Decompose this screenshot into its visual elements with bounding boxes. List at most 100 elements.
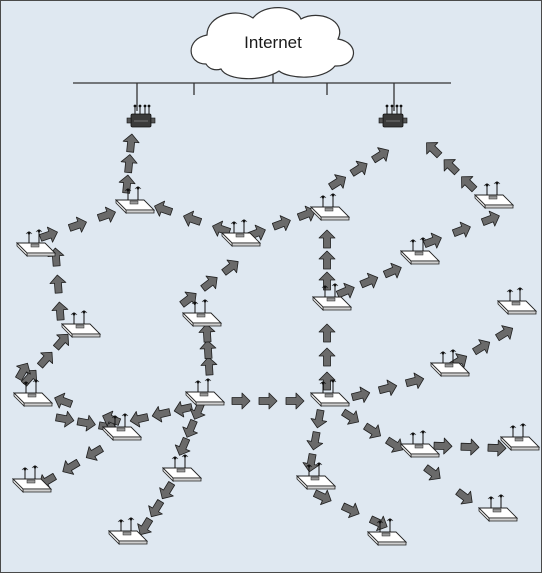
- wireless-mesh-node-icon: [311, 283, 353, 311]
- arrow-icon: [480, 210, 500, 227]
- arrow-icon: [340, 502, 360, 519]
- wireless-mesh-node-icon: [295, 462, 337, 490]
- mesh-nodes: [11, 181, 541, 546]
- arrow-icon: [51, 301, 69, 321]
- arrow-icon: [318, 347, 336, 367]
- arrow-icon: [137, 517, 154, 536]
- arrow-icon: [455, 488, 473, 505]
- arrow-icon: [285, 392, 305, 410]
- arrow-icon: [318, 371, 336, 391]
- arrow-icon: [405, 372, 425, 389]
- arrow-icon: [378, 379, 398, 396]
- arrow-icon: [451, 221, 471, 238]
- arrow-icon: [426, 142, 443, 159]
- arrow-icon: [363, 422, 381, 439]
- arrow-icon: [318, 271, 336, 291]
- arrow-icon: [159, 481, 176, 500]
- arrow-icon: [182, 418, 198, 438]
- hop-arrows: [15, 133, 514, 536]
- arrow-icon: [102, 410, 122, 427]
- arrow-icon: [306, 431, 324, 451]
- wireless-mesh-node-icon: [477, 494, 519, 522]
- arrow-icon: [198, 323, 216, 343]
- arrow-icon: [487, 439, 507, 457]
- arrow-icon: [38, 226, 58, 243]
- arrow-icon: [118, 174, 136, 194]
- arrow-icon: [341, 408, 359, 425]
- arrow-icon: [174, 436, 191, 456]
- arrow-icon: [179, 291, 197, 308]
- arrow-icon: [422, 232, 442, 249]
- arrow-icon: [200, 356, 218, 376]
- arrow-icon: [96, 206, 116, 223]
- wireless-mesh-node-icon: [309, 193, 351, 221]
- arrow-icon: [433, 437, 453, 455]
- arrow-icon: [351, 386, 371, 403]
- arrow-icon: [349, 160, 368, 177]
- arrow-icon: [85, 444, 104, 461]
- arrow-icon: [495, 325, 514, 342]
- arrow-icon: [67, 216, 87, 233]
- wireless-mesh-node-icon: [114, 186, 156, 214]
- arrow-icon: [199, 340, 217, 360]
- wireless-mesh-node-icon: [161, 454, 203, 482]
- arrow-icon: [423, 464, 441, 481]
- arrow-icon: [359, 272, 379, 289]
- arrow-icon: [122, 133, 140, 153]
- arrow-icon: [55, 410, 75, 428]
- arrow-icon: [318, 250, 336, 270]
- arrow-icon: [148, 499, 165, 518]
- wireless-mesh-node-icon: [309, 379, 351, 407]
- arrow-icon: [258, 392, 278, 410]
- arrow-icon: [151, 406, 171, 423]
- wireless-mesh-node-icon: [499, 423, 541, 451]
- wireless-mesh-node-icon: [220, 219, 262, 247]
- gateway-router-icon: [378, 104, 408, 128]
- arrow-icon: [129, 411, 149, 428]
- wireless-mesh-node-icon: [473, 181, 515, 209]
- internet-cloud: Internet: [190, 7, 355, 80]
- arrow-icon: [15, 362, 31, 381]
- arrow-icon: [200, 275, 218, 292]
- arrow-icon: [271, 215, 291, 232]
- wireless-mesh-node-icon: [366, 518, 408, 546]
- arrow-icon: [328, 174, 347, 191]
- wireless-mesh-node-icon: [181, 299, 223, 327]
- arrow-icon: [120, 154, 138, 174]
- arrow-icon: [49, 274, 67, 294]
- cloud-shape: [190, 7, 355, 80]
- arrow-icon: [37, 351, 54, 369]
- arrow-icon: [53, 333, 70, 351]
- arrow-icon: [212, 220, 232, 237]
- wireless-mesh-node-icon: [15, 229, 57, 257]
- arrow-icon: [183, 210, 203, 227]
- wireless-mesh-node-icon: [429, 349, 471, 377]
- arrow-icon: [54, 392, 74, 409]
- arrow-icon: [472, 339, 491, 356]
- wireless-mesh-node-icon: [101, 413, 143, 441]
- wireless-mesh-node-icon: [496, 287, 538, 315]
- arrow-icon: [461, 176, 478, 193]
- arrow-icon: [310, 409, 328, 429]
- arrow-icon: [62, 458, 81, 475]
- arrow-icon: [302, 453, 320, 473]
- gateway-router-icon: [126, 104, 156, 128]
- arrow-icon: [312, 489, 332, 506]
- wireless-mesh-node-icon: [11, 465, 53, 493]
- cloud-label: Internet: [244, 33, 302, 52]
- arrow-icon: [385, 436, 403, 453]
- arrow-icon: [221, 259, 239, 276]
- wireless-mesh-node-icon: [184, 378, 226, 406]
- arrow-icon: [154, 200, 174, 217]
- arrow-icon: [76, 414, 96, 432]
- arrow-icon: [368, 515, 388, 532]
- wireless-mesh-node-icon: [107, 517, 149, 545]
- wireless-mesh-node-icon: [60, 310, 102, 338]
- arrow-icon: [231, 392, 251, 410]
- gateways: [126, 104, 408, 128]
- wireless-mesh-node-icon: [12, 379, 54, 407]
- arrow-icon: [371, 147, 390, 164]
- wireless-mesh-node-icon: [399, 237, 441, 265]
- arrow-icon: [318, 323, 336, 343]
